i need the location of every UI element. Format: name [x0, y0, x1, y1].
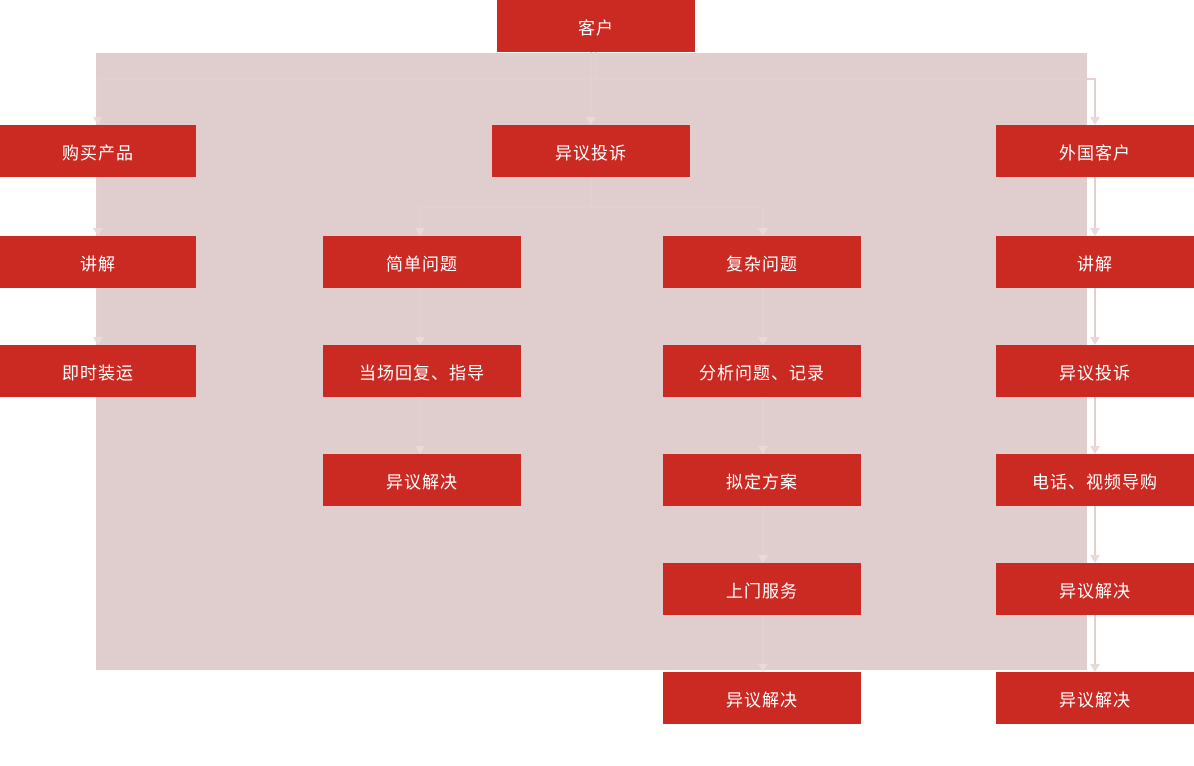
node-purchase-product: 购买产品: [0, 125, 196, 177]
arrowhead-simple: [415, 228, 425, 236]
arrowhead-resolve-complex: [758, 664, 768, 672]
arrowhead-complaint: [586, 117, 596, 125]
connector-customer-to-foreign: [595, 52, 1096, 117]
node-reply-guide: 当场回复、指导: [323, 345, 521, 397]
node-analyze-record: 分析问题、记录: [663, 345, 861, 397]
node-resolve-foreign: 异议解决: [996, 672, 1194, 724]
arrowhead-resolve-simple: [415, 446, 425, 454]
node-draft-plan: 拟定方案: [663, 454, 861, 506]
node-phone-video-guide: 电话、视频导购: [996, 454, 1194, 506]
arrowhead-complex: [758, 228, 768, 236]
node-foreign-customer: 外国客户: [996, 125, 1194, 177]
node-explain-left: 讲解: [0, 236, 196, 288]
arrowhead-purchase: [93, 117, 103, 125]
arrowhead-explain-right: [1090, 228, 1100, 236]
node-complex-problem: 复杂问题: [663, 236, 861, 288]
arrowhead-resolve-right: [1090, 555, 1100, 563]
node-explain-right: 讲解: [996, 236, 1194, 288]
node-complaint-header: 异议投诉: [492, 125, 690, 177]
node-customer: 客户: [497, 0, 695, 52]
arrowhead-shipment: [93, 337, 103, 345]
node-immediate-shipment: 即时装运: [0, 345, 196, 397]
node-resolve-simple: 异议解决: [323, 454, 521, 506]
node-resolve-right: 异议解决: [996, 563, 1194, 615]
arrowhead-door: [758, 555, 768, 563]
arrowhead-resolve-foreign: [1090, 664, 1100, 672]
node-simple-problem: 简单问题: [323, 236, 521, 288]
arrowhead-plan: [758, 446, 768, 454]
connector-complaint-to-simple: [419, 177, 592, 228]
arrowhead-analyze: [758, 337, 768, 345]
node-resolve-complex: 异议解决: [663, 672, 861, 724]
connector-complaint-to-complex: [590, 177, 764, 228]
arrowhead-phone: [1090, 446, 1100, 454]
arrowhead-reply: [415, 337, 425, 345]
node-complaint-right: 异议投诉: [996, 345, 1194, 397]
node-door-service: 上门服务: [663, 563, 861, 615]
arrowhead-foreign: [1090, 117, 1100, 125]
connector-customer-to-purchase: [97, 52, 597, 117]
arrowhead-explain-left: [93, 228, 103, 236]
arrowhead-complaint-right: [1090, 337, 1100, 345]
